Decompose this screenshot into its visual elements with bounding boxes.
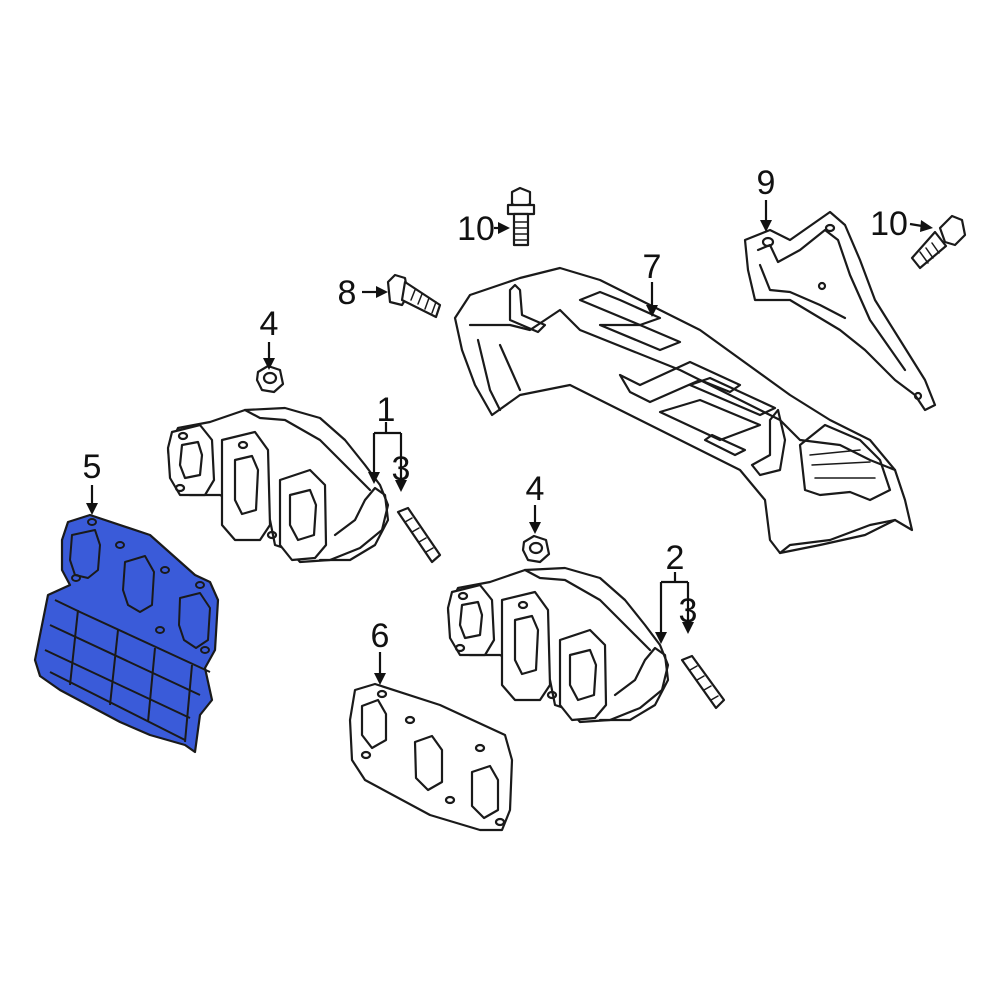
callout-6: 6 <box>371 617 390 655</box>
part-9-bracket[interactable] <box>743 210 937 412</box>
part-3-stud-lower[interactable] <box>680 654 726 710</box>
part-4-nut-upper[interactable] <box>255 364 285 394</box>
callout-7: 7 <box>643 248 662 286</box>
callout-2: 2 <box>666 539 685 577</box>
part-3-stud-upper[interactable] <box>396 506 442 564</box>
part-8-bolt[interactable] <box>386 273 442 319</box>
callout-9: 9 <box>757 164 776 202</box>
callout-10-right: 10 <box>870 205 908 243</box>
part-7-heat-shield[interactable] <box>453 266 914 555</box>
callout-5: 5 <box>83 448 102 486</box>
part-2-exhaust-manifold[interactable] <box>446 566 670 724</box>
callout-10-top: 10 <box>457 210 495 248</box>
callout-leaders <box>86 200 933 685</box>
part-4-nut-lower[interactable] <box>521 534 551 564</box>
callout-3-upper: 3 <box>392 450 411 488</box>
part-1-exhaust-manifold[interactable] <box>166 406 390 564</box>
part-10-bolt-top[interactable] <box>506 186 536 247</box>
callout-3-lower: 3 <box>679 592 698 630</box>
callout-labels: 1 2 3 3 4 4 5 6 7 8 9 10 10 <box>83 164 908 655</box>
part-10-bolt-right[interactable] <box>910 214 967 270</box>
part-6-gasket[interactable] <box>348 682 514 832</box>
callout-8: 8 <box>338 274 357 312</box>
callout-1: 1 <box>377 391 396 429</box>
callout-4-upper: 4 <box>260 305 279 343</box>
callout-4-lower: 4 <box>526 470 545 508</box>
part-5-heat-shield-highlighted[interactable] <box>33 513 220 754</box>
